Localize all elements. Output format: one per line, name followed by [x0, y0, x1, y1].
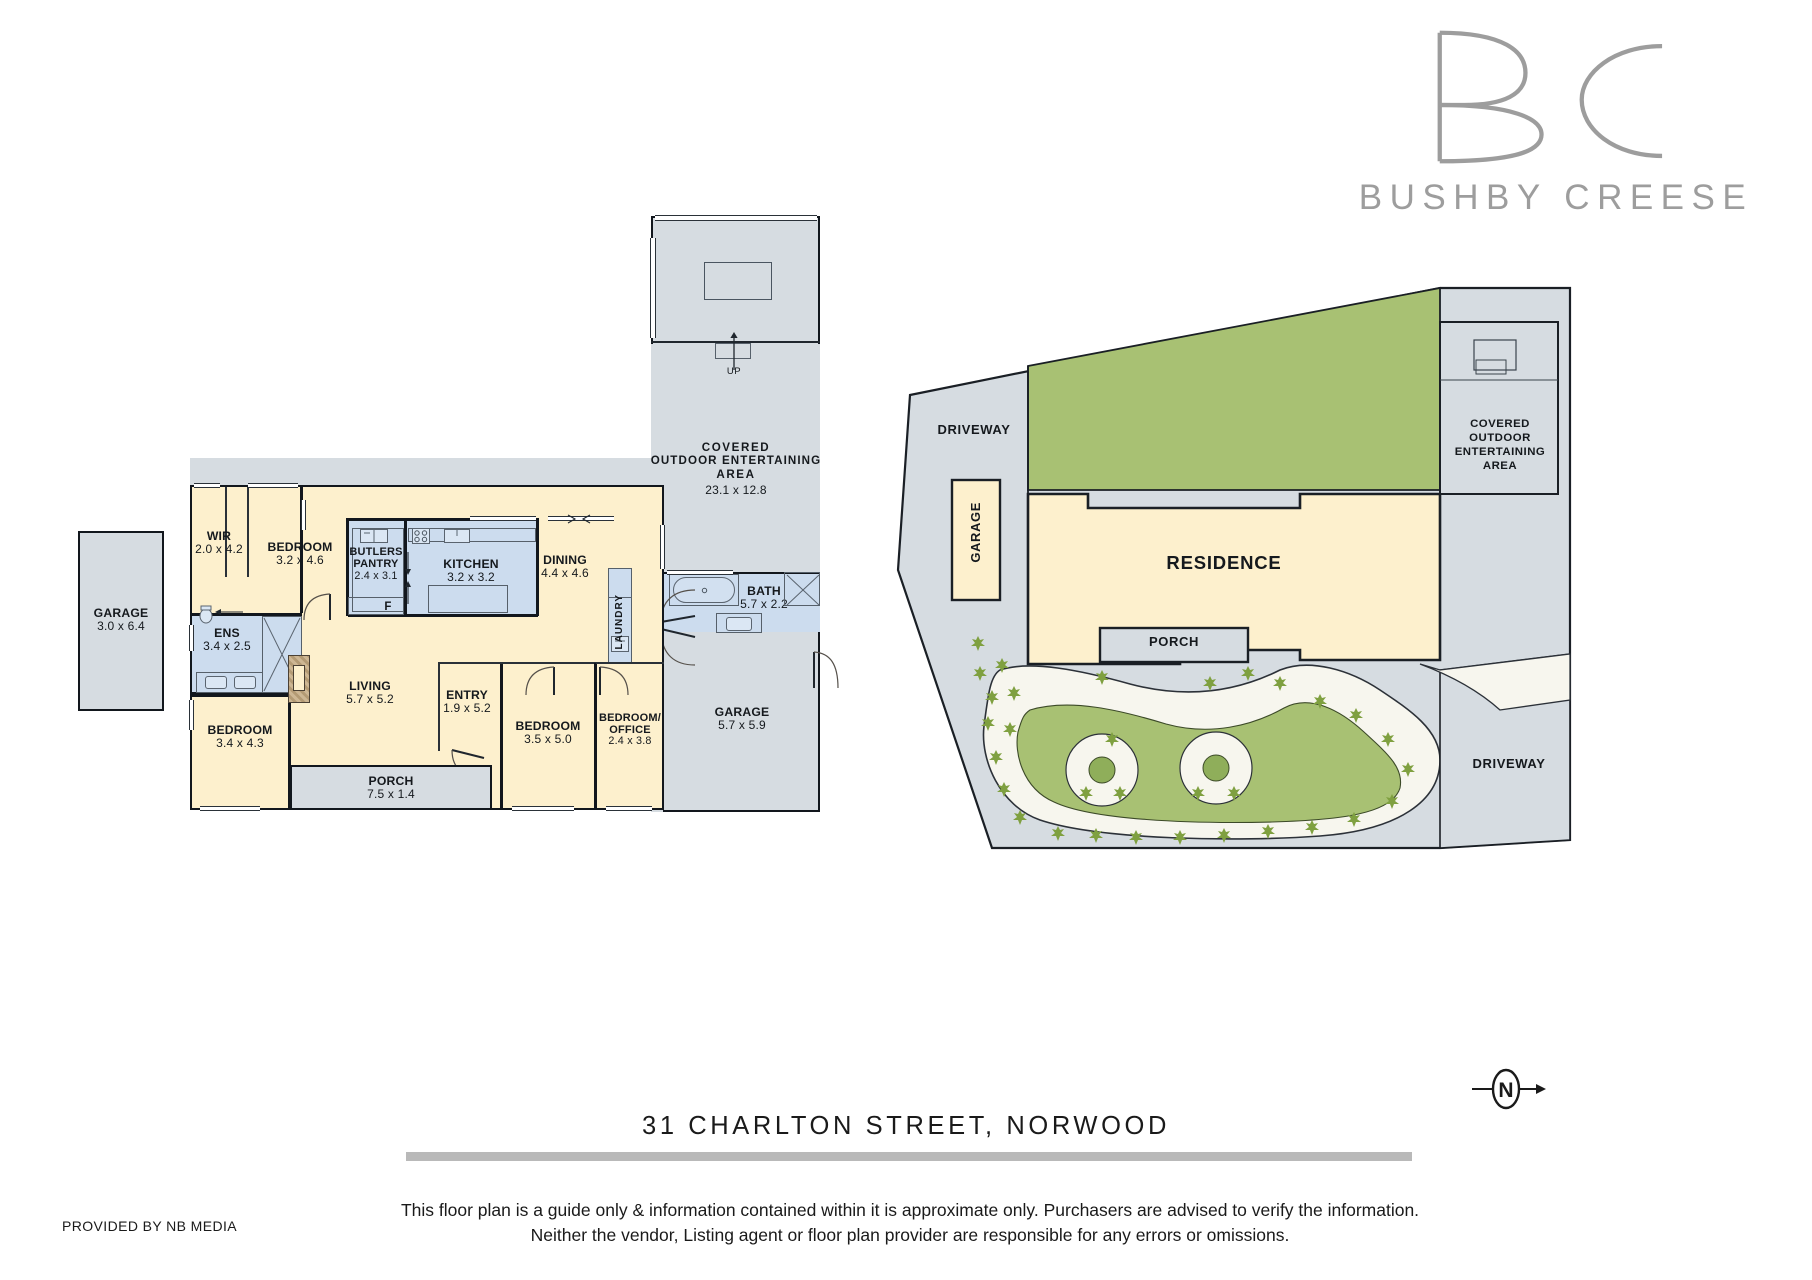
window-dining-a [470, 516, 536, 521]
fixture-toilet-ens [199, 605, 213, 624]
room-garage-attached [663, 632, 820, 812]
wc-cross-icon [786, 574, 820, 606]
wall-bedroom1-right [300, 487, 303, 613]
lawn-upper [1027, 286, 1441, 491]
fixture-vanity-ens [196, 672, 264, 693]
fixture-basin-ens-2 [234, 676, 256, 689]
window-ens [189, 625, 194, 651]
wall-kitchen-bottom [406, 614, 538, 617]
window-bedroom-2 [189, 700, 194, 730]
page-title-address: 31 CHARLTON STREET, NORWOOD [642, 1112, 1170, 1140]
bench-kitchen-rear [408, 528, 536, 542]
island-bench-kitchen [428, 585, 508, 613]
stair-tread [715, 343, 751, 359]
window-bedroom-1-side [301, 500, 306, 530]
wall-entry-right [500, 663, 503, 810]
outdoor-upper-feature [704, 262, 772, 300]
garden-circle-2-center [1202, 754, 1230, 782]
bc-monogram-icon [1437, 30, 1663, 164]
window-dining-east [660, 525, 665, 569]
structural-pier-inner [293, 665, 305, 691]
bath-drain-icon [701, 587, 708, 594]
wall-office-top [596, 662, 664, 664]
fixture-basin-ens-1 [205, 676, 227, 689]
fixture-bathtub [673, 577, 735, 603]
door-office-icon [599, 666, 629, 696]
title-underline-rule [406, 1152, 1412, 1161]
window-bedroom-2-south [200, 806, 260, 811]
fixture-vanity-bath [716, 613, 762, 633]
sink-pantry-detail-icon [364, 530, 375, 542]
site-plan: DRIVEWAY GARAGE RESIDENCE PORCH COVERED … [880, 240, 1600, 920]
window-outdoor-left [650, 238, 656, 338]
wall-pantry-right [404, 518, 407, 616]
sink-kitchen-detail-icon [456, 530, 458, 536]
residence-footprint [1026, 492, 1442, 666]
wall-bedroom2-right [288, 694, 291, 810]
disclaimer-line-1: This floor plan is a guide only & inform… [400, 1200, 1420, 1220]
door-garage-icon [813, 651, 839, 689]
laundry-tub-detail-icon [615, 637, 625, 642]
wall-bedroom3-top [500, 662, 596, 664]
window-bedroom-1 [248, 483, 298, 488]
stair-edge [651, 341, 820, 343]
wall-kitchen-top [348, 518, 538, 521]
shrub-cluster [971, 636, 1415, 845]
wall-kitchen-right [536, 518, 539, 616]
slider-arrows-icon [567, 514, 591, 524]
wir-robe-line [225, 487, 227, 577]
svg-text:N: N [1498, 1079, 1513, 1102]
fixture-basin-bath [726, 617, 752, 631]
wall-pantry-left [346, 518, 349, 616]
driveway-lower-edge [1419, 653, 1571, 711]
window-outdoor-top [655, 215, 817, 221]
covered-outdoor-feature [1473, 339, 1517, 371]
site-garage [950, 478, 1002, 602]
wall-ens-bottom [190, 692, 302, 695]
site-plan-svg [896, 286, 1572, 850]
cooktop-icon [412, 528, 430, 544]
covered-outdoor-step [1475, 359, 1507, 375]
wall-ens-top [190, 613, 302, 616]
garden-circle-1-center [1088, 756, 1116, 784]
window-bedroom-3-south [512, 806, 574, 811]
brand-name: BUSHBY CREESE [1358, 178, 1754, 217]
wall-bedroom3-right [594, 663, 597, 810]
window-office-south [606, 806, 652, 811]
pantry-arrow-down-icon [405, 552, 411, 575]
fixture-laundry-tub [611, 636, 629, 652]
north-compass-icon: N [1472, 1068, 1546, 1110]
wall-wir-right [247, 487, 249, 577]
wall-entry-top [438, 662, 510, 664]
pantry-arrow-up-icon [405, 581, 411, 604]
door-bedroom-3-icon [525, 666, 555, 696]
floor-plan: GARAGE 3.0 x 6.4 UP COVERED OUTDOOR ENTE… [0, 0, 900, 840]
disclaimer-line-2: Neither the vendor, Listing agent or flo… [530, 1225, 1290, 1246]
brand-logo: BUSHBY CREESE [1346, 22, 1766, 218]
stair-up-arrow-icon [730, 332, 738, 370]
fixture-wc-enclosure [784, 572, 820, 606]
window-dining-b [548, 516, 614, 521]
room-garage-detached [78, 531, 164, 711]
wall-entry-left [438, 663, 440, 751]
laundry-divider [608, 597, 632, 598]
disclaimer-text: This floor plan is a guide only & inform… [300, 1198, 1520, 1249]
covered-outdoor-block [1439, 321, 1559, 495]
site-porch [1098, 626, 1250, 664]
bench-pantry [352, 528, 404, 612]
window-wir [194, 483, 220, 488]
room-porch [290, 765, 492, 810]
provided-by-credit: PROVIDED BY NB MEDIA [62, 1218, 238, 1234]
arrow-ens-icon [215, 609, 243, 615]
window-bath [667, 570, 733, 575]
bench-pantry-lower [348, 597, 404, 615]
door-bedroom-1-icon [303, 593, 331, 621]
wall-pantry-bottom [348, 614, 408, 617]
wall-bedroom2-top [190, 694, 302, 697]
